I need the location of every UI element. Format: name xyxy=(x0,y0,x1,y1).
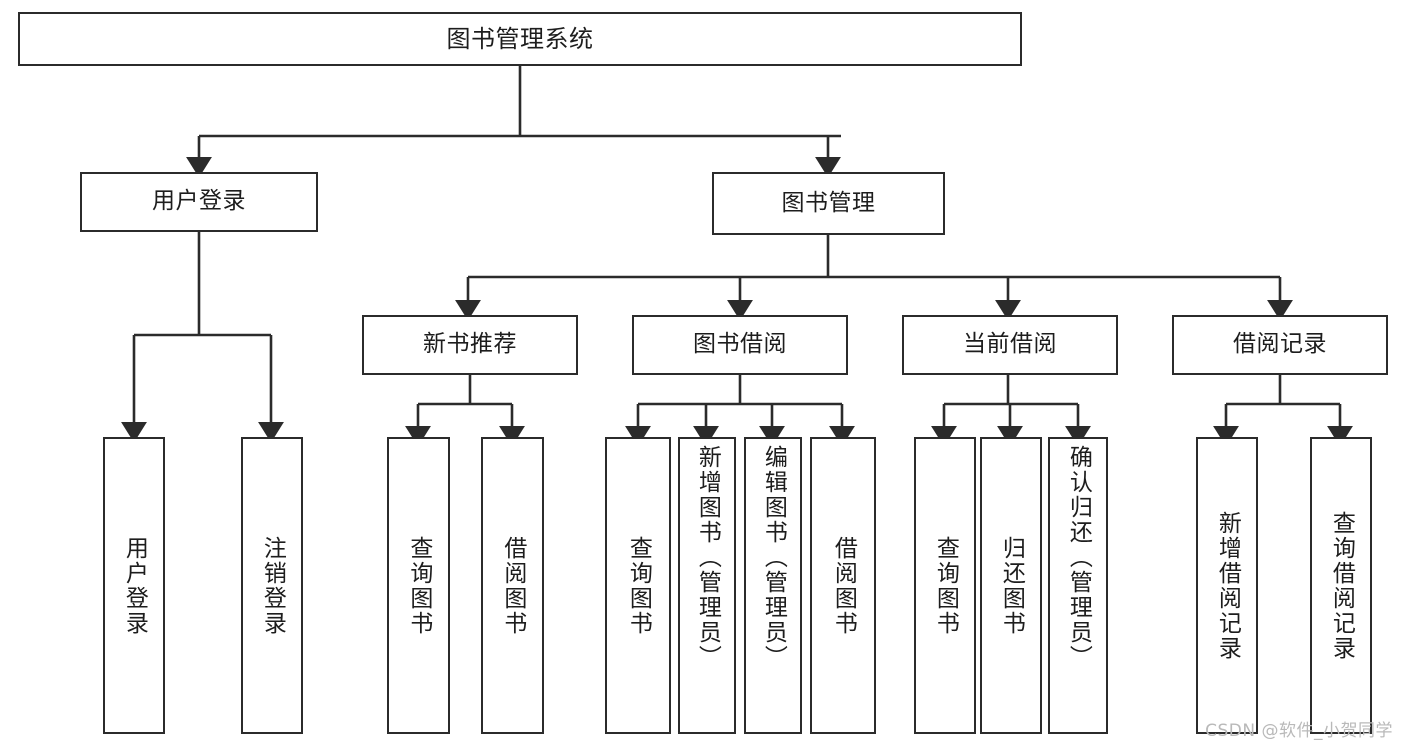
node-label: 查询图书 xyxy=(625,535,652,636)
node-label: 图书借阅 xyxy=(693,331,787,358)
leaf-return-book[interactable]: 归还图书 xyxy=(980,437,1042,734)
leaf-edit-book-admin[interactable]: 编辑图书（管理员） xyxy=(744,437,802,734)
node-borrow-record[interactable]: 借阅记录 xyxy=(1172,315,1388,375)
node-label: 图书管理 xyxy=(781,189,876,216)
node-label: 借阅图书 xyxy=(499,535,526,636)
watermark-text: CSDN @软件_小贺同学 xyxy=(1205,721,1393,741)
node-label: 确认归还（管理员） xyxy=(1065,445,1092,670)
leaf-borrow-book-borrow[interactable]: 借阅图书 xyxy=(810,437,876,734)
leaf-query-book-borrow[interactable]: 查询图书 xyxy=(605,437,671,734)
node-book-borrow[interactable]: 图书借阅 xyxy=(632,315,848,375)
leaf-query-book-current[interactable]: 查询图书 xyxy=(914,437,976,734)
node-label: 新书推荐 xyxy=(423,331,517,358)
node-label: 新增借阅记录 xyxy=(1214,510,1241,661)
node-label: 图书管理系统 xyxy=(446,24,594,53)
leaf-query-book-recommend[interactable]: 查询图书 xyxy=(387,437,450,734)
node-current-borrow[interactable]: 当前借阅 xyxy=(902,315,1118,375)
node-user-login[interactable]: 用户登录 xyxy=(80,172,318,232)
node-root-system[interactable]: 图书管理系统 xyxy=(18,12,1022,66)
node-label: 用户登录 xyxy=(121,535,148,636)
node-label: 用户登录 xyxy=(152,188,246,215)
node-label: 查询借阅记录 xyxy=(1328,510,1355,661)
node-label: 新增图书（管理员） xyxy=(694,445,721,670)
node-label: 借阅图书 xyxy=(830,535,857,636)
leaf-confirm-return-admin[interactable]: 确认归还（管理员） xyxy=(1048,437,1108,734)
node-book-management[interactable]: 图书管理 xyxy=(712,172,945,235)
node-label: 借阅记录 xyxy=(1233,331,1327,358)
node-label: 查询图书 xyxy=(932,535,959,636)
leaf-add-book-admin[interactable]: 新增图书（管理员） xyxy=(678,437,736,734)
leaf-query-borrow-record[interactable]: 查询借阅记录 xyxy=(1310,437,1372,734)
leaf-add-borrow-record[interactable]: 新增借阅记录 xyxy=(1196,437,1258,734)
leaf-logout[interactable]: 注销登录 xyxy=(241,437,303,734)
leaf-user-login[interactable]: 用户登录 xyxy=(103,437,165,734)
node-label: 归还图书 xyxy=(998,535,1025,636)
node-label: 注销登录 xyxy=(259,535,286,636)
node-label: 当前借阅 xyxy=(963,331,1057,358)
leaf-borrow-book-recommend[interactable]: 借阅图书 xyxy=(481,437,544,734)
node-label: 查询图书 xyxy=(405,535,432,636)
node-new-book-recommend[interactable]: 新书推荐 xyxy=(362,315,578,375)
node-label: 编辑图书（管理员） xyxy=(760,445,787,670)
